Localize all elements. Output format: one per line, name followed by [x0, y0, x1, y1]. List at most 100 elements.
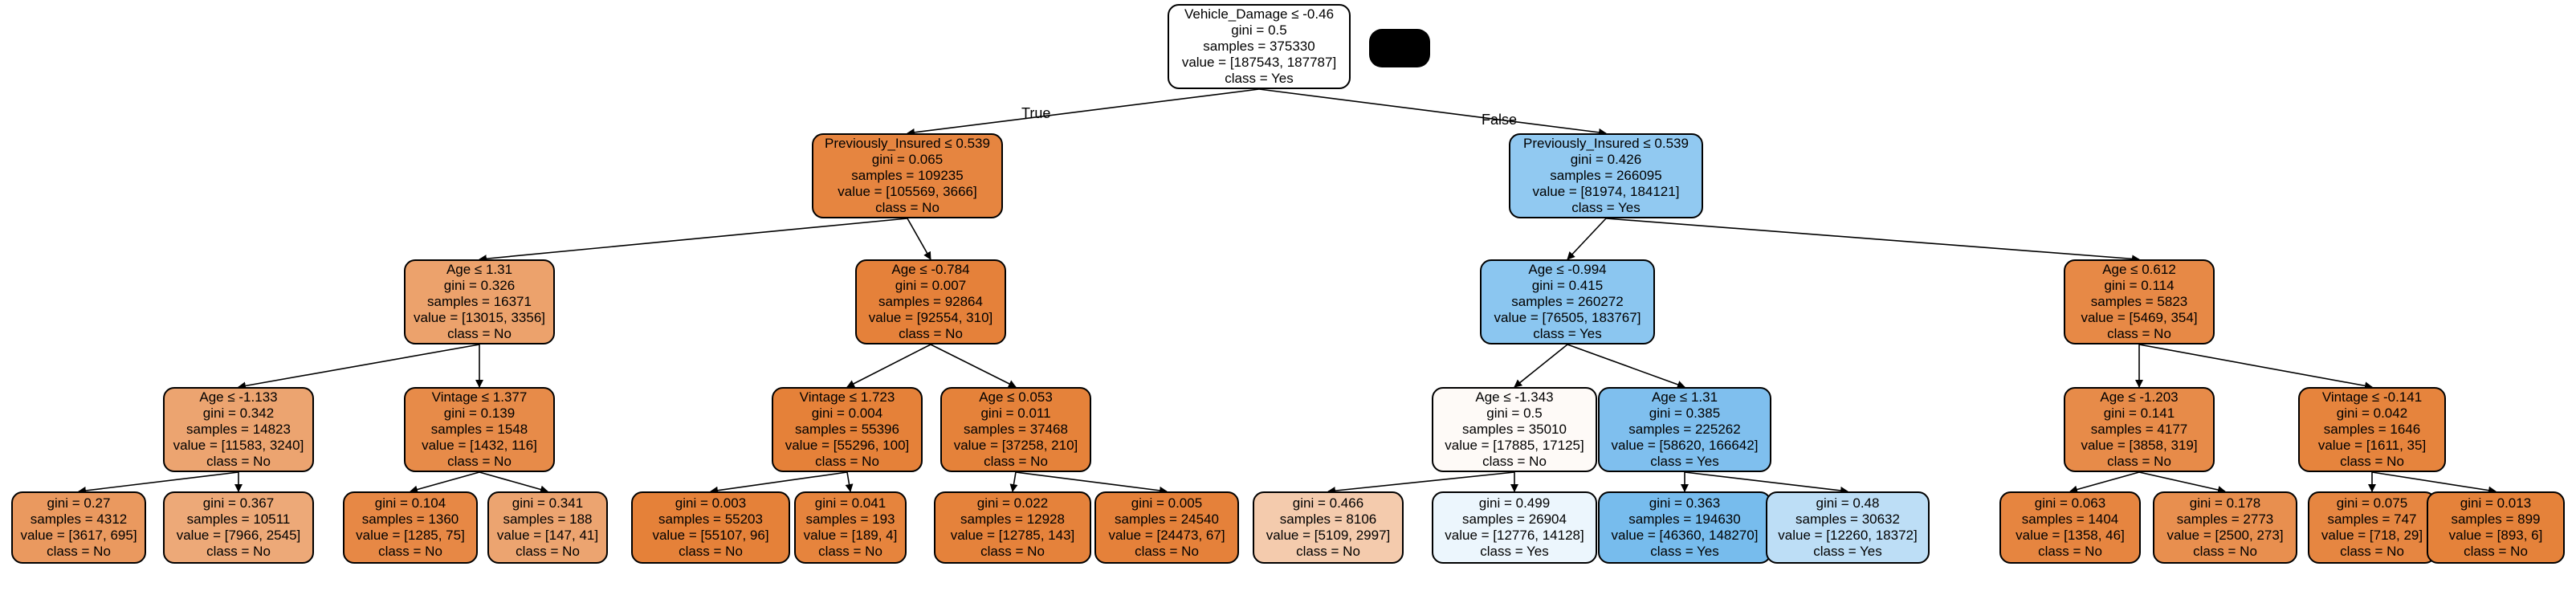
edge-label-true: True	[1021, 105, 1051, 121]
node-line: value = [92554, 310]	[868, 310, 993, 325]
edge-n8-n17	[410, 471, 480, 494]
edge-n7-n15	[78, 471, 239, 495]
node-line: value = [189, 4]	[803, 528, 898, 543]
node-line: gini = 0.499	[1478, 495, 1551, 511]
node-line: gini = 0.48	[1816, 495, 1880, 511]
node-line: gini = 0.466	[1292, 495, 1364, 511]
node-line: class = Yes	[1480, 544, 1549, 559]
node-line: samples = 188	[503, 512, 593, 527]
node-line: class = No	[2464, 544, 2528, 559]
node-line: gini = 0.342	[202, 406, 275, 421]
node-line: class = No	[2107, 454, 2171, 469]
node-line: samples = 12928	[960, 512, 1065, 527]
node-line: class = No	[1296, 544, 1360, 559]
node-line: value = [105569, 3666]	[838, 184, 977, 199]
node-line: samples = 109235	[851, 168, 964, 183]
edge-n4-n9	[846, 344, 931, 388]
node-line: value = [13015, 3356]	[414, 310, 545, 325]
node-line: samples = 193	[805, 512, 895, 527]
node-line: samples = 14823	[186, 422, 291, 437]
node-line: samples = 5823	[2090, 294, 2188, 309]
node-line: class = No	[2107, 326, 2171, 341]
node-line: class = No	[875, 200, 940, 215]
node-line: gini = 0.385	[1649, 406, 1721, 421]
node-line: value = [58620, 166642]	[1611, 438, 1759, 453]
node-line: samples = 194630	[1628, 512, 1741, 527]
node-line: gini = 0.003	[675, 495, 747, 511]
node-line: gini = 0.114	[2104, 278, 2175, 293]
node-line: Age ≤ 0.053	[979, 389, 1053, 405]
node-line: samples = 10511	[186, 512, 291, 527]
node-line: value = [12776, 14128]	[1445, 528, 1584, 543]
node-line: class = Yes	[1225, 71, 1294, 86]
node-line: value = [55107, 96]	[652, 528, 769, 543]
node-line: value = [5109, 2997]	[1266, 528, 1391, 543]
node-line: samples = 2773	[2176, 512, 2274, 527]
node-line: samples = 747	[2327, 512, 2417, 527]
node-line: value = [11583, 3240]	[173, 438, 304, 453]
edge-n3-n7	[238, 344, 480, 390]
node-line: gini = 0.013	[2460, 495, 2532, 511]
node-line: samples = 24540	[1115, 512, 1219, 527]
node-line: samples = 35010	[1462, 422, 1567, 437]
node-line: Vintage ≤ 1.377	[431, 389, 528, 405]
node-line: Age ≤ -1.133	[199, 389, 278, 405]
node-line: value = [12260, 18372]	[1778, 528, 1918, 543]
node-line: gini = 0.065	[871, 152, 944, 167]
node-line: class = Yes	[1571, 200, 1641, 215]
node-line: gini = 0.5	[1486, 406, 1543, 421]
node-line: gini = 0.363	[1649, 495, 1721, 511]
node-line: samples = 1646	[2323, 422, 2421, 437]
node-line: samples = 92864	[878, 294, 983, 309]
node-line: gini = 0.063	[2034, 495, 2106, 511]
node-line: samples = 8106	[1279, 512, 1377, 527]
node-line: gini = 0.075	[2336, 495, 2408, 511]
node-line: samples = 4312	[30, 512, 128, 527]
node-line: gini = 0.27	[47, 495, 111, 511]
node-line: gini = 0.426	[1570, 152, 1642, 167]
node-line: value = [1611, 35]	[2317, 438, 2427, 453]
node-line: gini = 0.007	[895, 278, 967, 293]
node-line: samples = 30632	[1795, 512, 1900, 527]
node-line: class = No	[2340, 454, 2404, 469]
node-line: class = No	[2193, 544, 2257, 559]
node-line: class = No	[206, 454, 271, 469]
edge-n2-n6	[1605, 218, 2140, 263]
node-line: class = No	[818, 544, 882, 559]
node-line: value = [76505, 183767]	[1494, 310, 1641, 325]
node-line: class = No	[984, 454, 1048, 469]
node-line: Age ≤ 0.612	[2102, 262, 2176, 277]
node-line: class = No	[206, 544, 271, 559]
node-line: gini = 0.022	[976, 495, 1049, 511]
node-line: value = [37258, 210]	[953, 438, 1078, 453]
edge-n9-n19	[710, 471, 848, 495]
edge-n1-n3	[479, 218, 908, 263]
edge-n14-n30	[2371, 471, 2497, 495]
node-line: class = Yes	[1650, 454, 1719, 469]
node-line: Age ≤ 1.31	[446, 262, 513, 277]
node-line: gini = 0.042	[2336, 406, 2408, 421]
node-line: samples = 26904	[1462, 512, 1567, 527]
node-line: samples = 260272	[1511, 294, 1624, 309]
node-line: samples = 899	[2451, 512, 2541, 527]
edge-n13-n27	[2069, 471, 2140, 494]
edge-n2-n5	[1567, 218, 1607, 260]
